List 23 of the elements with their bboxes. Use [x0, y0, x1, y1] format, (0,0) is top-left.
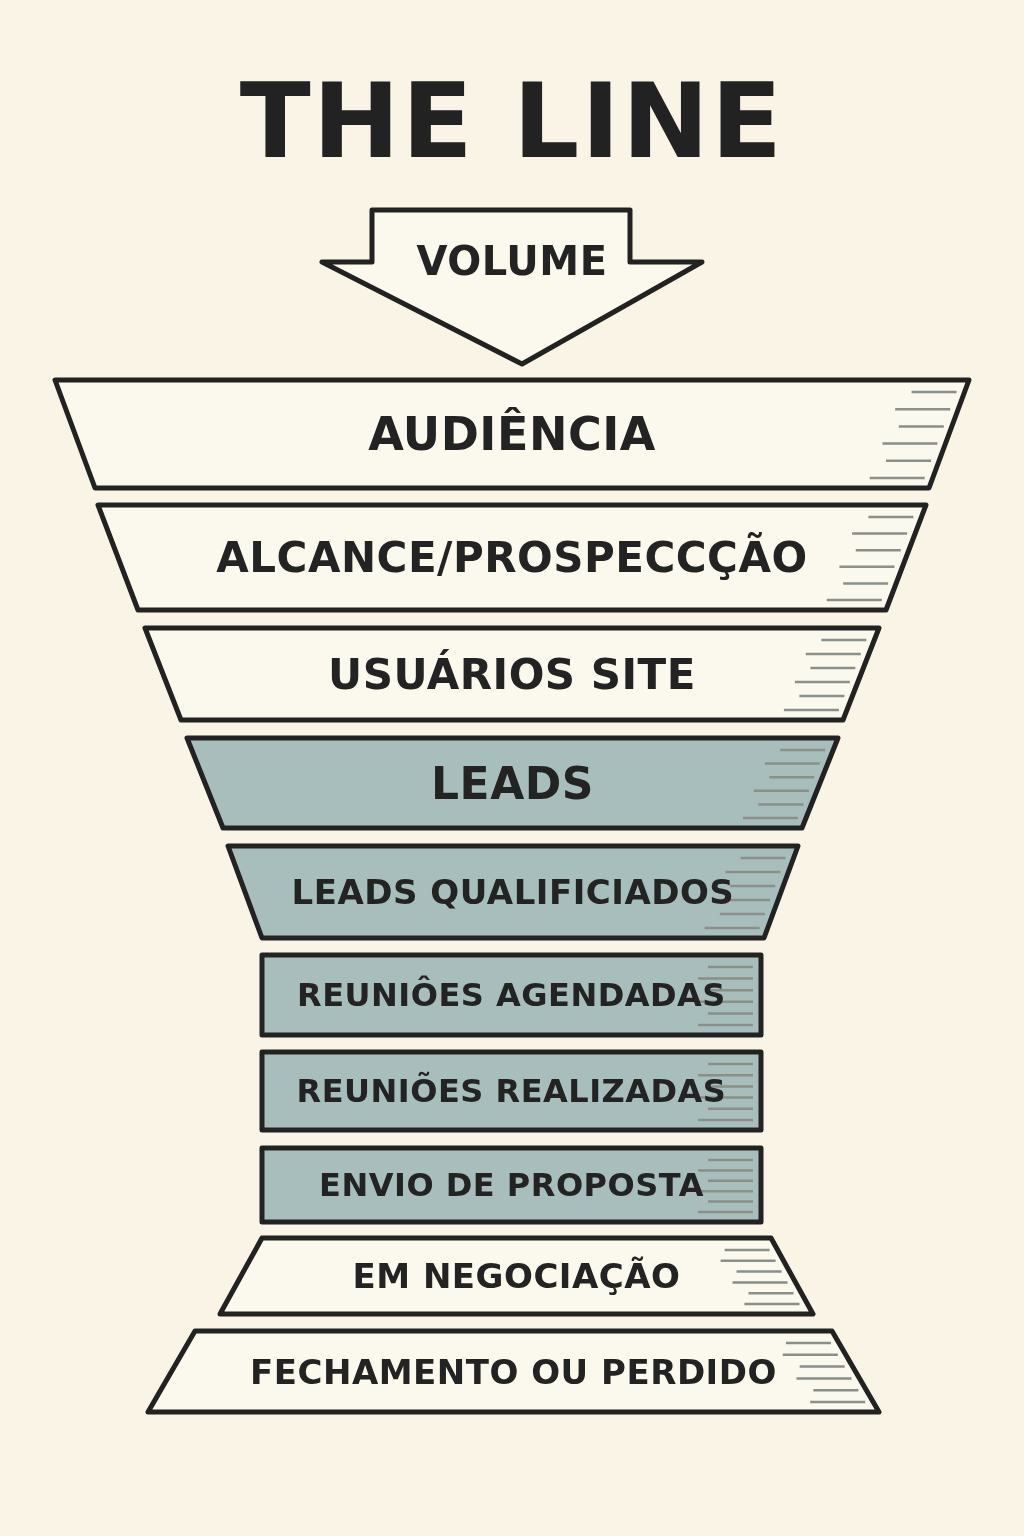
funnel-band: [187, 738, 838, 828]
funnel-band: [220, 1238, 813, 1314]
stage-label: ENVIO DE PROPOSTA: [319, 1166, 704, 1204]
stage-label: REUNIÕES REALIZADAS: [296, 1072, 727, 1110]
funnel-band: [98, 505, 926, 610]
down-arrow-shape: [320, 208, 704, 366]
stage-label: REUNIÔES AGENDADAS: [297, 976, 726, 1014]
funnel-band: [148, 1331, 879, 1412]
arrow-label: VOLUME: [416, 238, 608, 284]
funnel-band: [228, 846, 798, 938]
funnel-band: [262, 1052, 761, 1130]
funnel-band: [55, 380, 969, 488]
stage-label: USUÁRIOS SITE: [328, 649, 696, 699]
funnel-band: [262, 955, 761, 1035]
stage-label: LEADS QUALIFICIADOS: [291, 872, 735, 912]
stage-label: AUDIÊNCIA: [368, 407, 656, 461]
title: THE LINE: [239, 62, 785, 182]
funnel-band: [262, 1148, 761, 1222]
stage-label: ALCANCE/PROSPECCÇÃO: [216, 533, 808, 582]
stage-label: FECHAMENTO OU PERDIDO: [250, 1351, 777, 1392]
stage-label: EM NEGOCIAÇÃO: [352, 1256, 681, 1296]
funnel-band: [145, 628, 879, 720]
stage-label: LEADS: [431, 757, 594, 809]
